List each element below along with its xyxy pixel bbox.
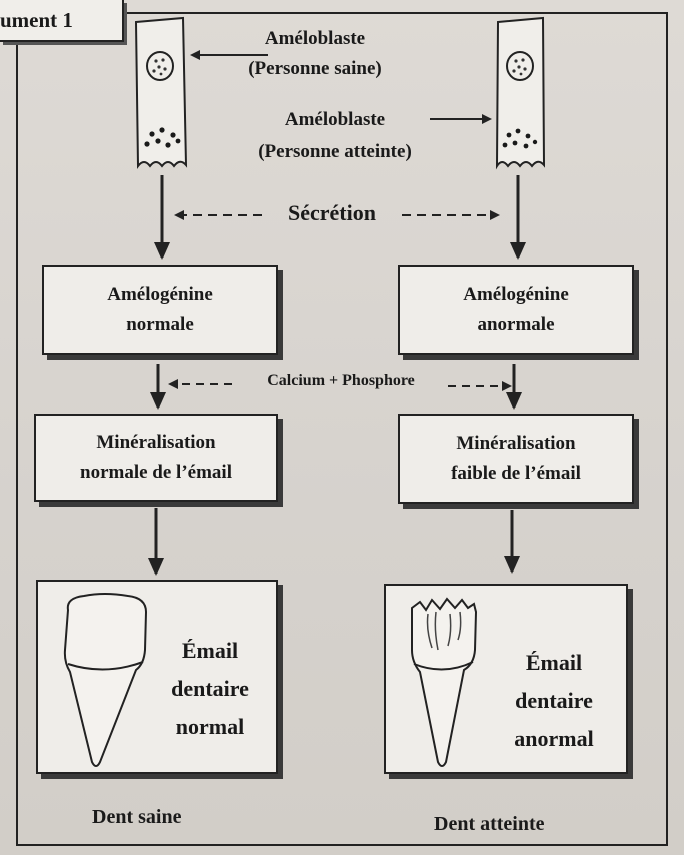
normal-amelogenin-box: Amélogénine normale (42, 265, 278, 355)
affected-tooth-illustration (411, 597, 478, 767)
normal-mineralisation-line2: normale de l’émail (80, 462, 232, 483)
abnormal-amelogenin-line2: anormale (477, 314, 555, 335)
normal-enamel-line3: normal (175, 714, 245, 739)
weak-mineralisation-line1: Minéralisation (456, 433, 576, 454)
normal-enamel-label: Émail dentaire normal (150, 632, 270, 746)
abnormal-amelogenin-line1: Amélogénine (463, 284, 569, 305)
normal-mineralisation-box: Minéralisation normale de l’émail (34, 414, 278, 502)
healthy-ameloblast-label: Améloblaste (Personne saine) (230, 24, 400, 84)
abnormal-enamel-line3: anormal (514, 726, 594, 751)
calcium-phosphore-label: Calcium + Phosphore (267, 372, 415, 389)
healthy-tooth-illustration (63, 593, 148, 767)
affected-label-line1: Améloblaste (284, 109, 386, 130)
abnormal-amelogenin-box: Amélogénine anormale (398, 265, 634, 355)
normal-enamel-line1: Émail (181, 638, 239, 663)
weak-mineralisation-line2: faible de l’émail (451, 463, 581, 484)
affected-ameloblast-cell (495, 16, 546, 170)
abnormal-enamel-line2: dentaire (515, 688, 593, 713)
normal-enamel-line2: dentaire (171, 676, 249, 701)
healthy-label-line2: (Personne saine) (248, 58, 382, 79)
affected-label-line2: (Personne atteinte) (258, 141, 412, 162)
normal-amelogenin-line1: Amélogénine (107, 284, 213, 305)
weak-mineralisation-box: Minéralisation faible de l’émail (398, 414, 634, 504)
affected-tooth-caption: Dent atteinte (434, 813, 545, 835)
secretion-label: Sécrétion (288, 200, 376, 225)
abnormal-enamel-label: Émail dentaire anormal (494, 644, 614, 758)
healthy-ameloblast-cell (134, 16, 188, 169)
normal-amelogenin-line2: normale (126, 314, 194, 335)
document-label: ument 1 (0, 0, 124, 42)
affected-ameloblast-label: Améloblaste (Personne atteinte) (240, 104, 430, 168)
document-frame (16, 12, 668, 846)
healthy-tooth-caption: Dent saine (92, 806, 182, 828)
normal-mineralisation-line1: Minéralisation (96, 432, 216, 453)
healthy-label-line1: Améloblaste (264, 28, 366, 49)
abnormal-enamel-line1: Émail (525, 650, 583, 675)
